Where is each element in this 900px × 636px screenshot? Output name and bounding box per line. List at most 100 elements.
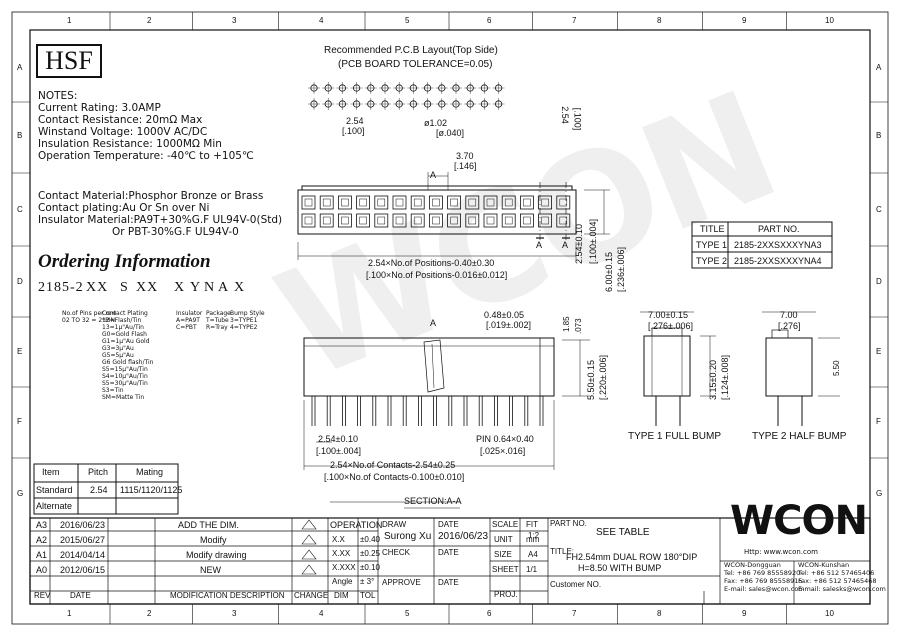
part-no-value: SEE TABLE (596, 527, 650, 538)
company-dongguan: Tel: +86 769 85558920 (724, 569, 801, 577)
title-line-1: FH2.54mm DUAL ROW 180°DIP (566, 552, 698, 562)
height-dim-1: 2.54±0.10 (574, 224, 584, 264)
company-kunshan: E-mail: salesks@wcon.com (798, 585, 886, 593)
hsf-logo: HSF (36, 44, 102, 78)
row-letter-left: D (17, 277, 23, 286)
rev-description: Modify drawing (186, 550, 247, 560)
col-number-bottom: 6 (487, 609, 492, 618)
rev-description: Modify (200, 535, 227, 545)
sheet-label: SHEET (492, 565, 519, 574)
date-label: DATE (438, 520, 459, 529)
order-legend-positions: No.of Pins per row (62, 310, 117, 317)
col-number-top: 2 (147, 16, 152, 25)
row-letter-right: E (876, 347, 882, 356)
pcb-layout-title: Recommended P.C.B Layout(Top Side) (324, 45, 498, 56)
company-dongguan: Fax: +86 769 85558915 (724, 577, 803, 585)
type1-width-dim-in: [.276±.006] (648, 321, 693, 331)
contact-cavity (556, 195, 571, 210)
contact-pin (559, 198, 568, 207)
contact-pin (504, 216, 513, 225)
part-table-header: TITLE (700, 224, 725, 234)
order-code-part: X (234, 280, 246, 295)
unit-value: mm (526, 535, 540, 544)
note-line: Current Rating: 3.0AMP (38, 102, 161, 114)
order-legend-positions: 02 TO 32 = 2*PIN (62, 317, 116, 324)
order-code-part: S (120, 280, 129, 295)
contact-cavity (356, 195, 371, 210)
contact-pin (432, 198, 440, 207)
contact-cavity (483, 195, 498, 210)
top-dim: 3.70 (456, 151, 474, 161)
material-line: Contact Material:Phosphor Bronze or Bras… (38, 190, 264, 202)
contact-pin (486, 198, 495, 207)
contact-cavity (428, 195, 443, 210)
col-number-bottom: 4 (319, 609, 324, 618)
contact-cavity (374, 213, 389, 228)
scale-label: SCALE (492, 520, 519, 529)
bump-dim: 1.85 (562, 316, 571, 332)
drawer-name: Surong Xu (384, 531, 432, 542)
contact-cavity (556, 213, 571, 228)
item-table-cell: Alternate (36, 501, 73, 511)
size-value: A4 (528, 550, 538, 559)
order-code-part: XX (136, 280, 159, 295)
revision-triangle (301, 564, 317, 575)
contact-cavity (447, 213, 462, 228)
order-code-part: 2185-2 (38, 280, 84, 295)
tol-value: ±0.10 (360, 563, 380, 572)
order-legend-contact_plating: S5=15μ"Au/Tin (102, 366, 148, 373)
col-number-bottom: 9 (742, 609, 747, 618)
contact-pin (432, 216, 440, 225)
pitch-dim-in: [.100±.004] (316, 446, 361, 456)
type1-height-dim-in: [.124±.008] (720, 355, 730, 400)
contact-cavity (392, 213, 407, 228)
contact-cavity (337, 213, 352, 228)
contact-pin (322, 216, 331, 225)
revision-triangle (301, 534, 317, 545)
contact-cavity (501, 213, 516, 228)
part-table-cell: 2185-2XXSXXXYNA4 (734, 256, 822, 266)
contact-pin (541, 198, 549, 207)
order-legend-bump: 4=TYPE2 (230, 324, 258, 331)
row-letter-left: G (17, 489, 24, 498)
tol-value: ±0.40 (360, 535, 380, 544)
contact-cavity (483, 213, 498, 228)
company-kunshan: WCON-Kunshan (798, 561, 850, 569)
contact-cavity (374, 195, 389, 210)
tol-dim: X.XX (332, 549, 351, 558)
contact-cavity (520, 195, 534, 210)
tol-footer: TOL (360, 591, 376, 600)
order-legend-contact_plating: S5=30μ"Au/Tin (102, 380, 148, 387)
contact-cavity (520, 213, 534, 228)
col-number-top: 8 (657, 16, 662, 25)
rev-date: 2012/06/15 (60, 565, 106, 575)
bump-dim-in: .073 (574, 318, 583, 334)
order-code-part: X (174, 280, 186, 295)
order-legend-package: T=Tube (206, 317, 229, 324)
rev-footer: MODIFICATION DESCRIPTION (170, 591, 285, 600)
height-dim-2: 6.00±0.15 (604, 252, 614, 292)
contact-pin (486, 216, 495, 225)
contact-cavity (410, 195, 425, 210)
type1-label: TYPE 1 FULL BUMP (628, 431, 721, 442)
contact-pin (523, 198, 531, 207)
contact-pin (523, 216, 531, 225)
tol-dim: X.X (332, 535, 345, 544)
col-number-bottom: 8 (657, 609, 662, 618)
contact-pin (359, 216, 367, 225)
contact-pin (468, 198, 477, 207)
draw-label: DRAW (382, 520, 407, 529)
tol-dim: X.XXX (332, 563, 356, 572)
contact-cavity (465, 213, 480, 228)
contact-pin (395, 216, 404, 225)
centerline-mark: A (430, 318, 437, 328)
col-number-top: 5 (405, 16, 410, 25)
rev-id: A2 (36, 535, 48, 545)
body-height-dim-in: [.220±.006] (598, 355, 608, 400)
contact-cavity (538, 213, 552, 228)
contact-cavity (337, 195, 352, 210)
part-table-header: PART NO. (758, 224, 800, 234)
contact-pin (413, 198, 422, 207)
title-label: TITLE: (550, 547, 575, 556)
type1-width-dim: 7.00±0.15 (648, 310, 688, 320)
